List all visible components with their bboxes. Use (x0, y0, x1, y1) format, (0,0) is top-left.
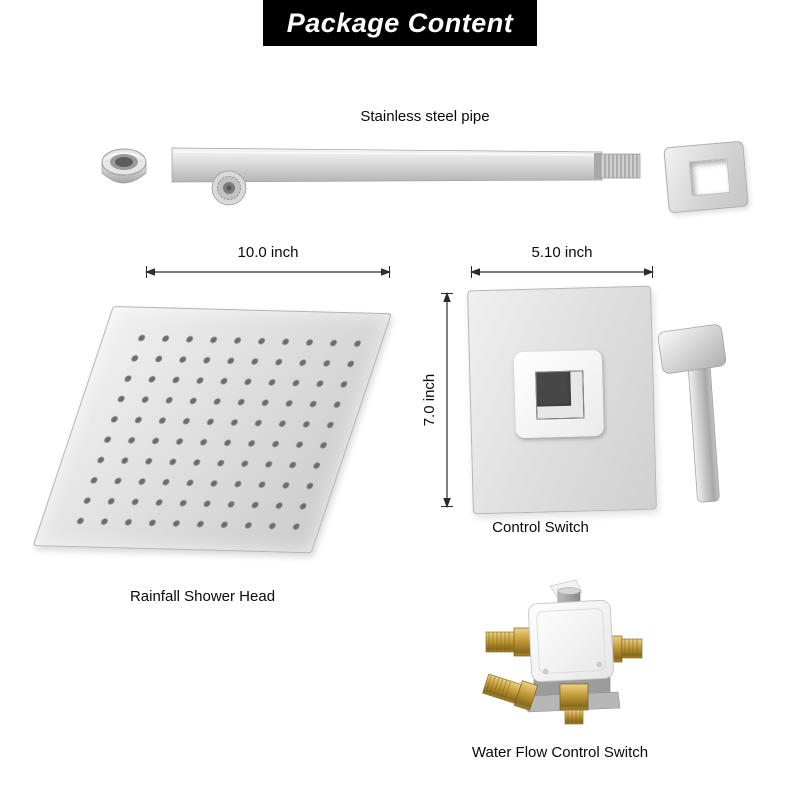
shower-head-nozzles (60, 323, 366, 534)
header-banner: Package Content (263, 0, 537, 46)
shower-head-width-dimension-line (145, 266, 391, 278)
control-switch-hole (535, 370, 585, 420)
handle-lever-image (657, 324, 727, 503)
shower-head-label: Rainfall Shower Head (129, 588, 276, 605)
control-switch-height-dimension-line (441, 292, 453, 508)
square-escutcheon-image (663, 140, 749, 214)
pipe-label: Stainless steel pipe (360, 108, 490, 125)
shower-arm-image (171, 147, 641, 206)
control-switch-boss (513, 349, 604, 439)
shower-head-image (32, 306, 392, 554)
pipe-nut-image (101, 148, 147, 184)
control-switch-label: Control Switch (492, 519, 589, 536)
water-flow-valve-image (482, 579, 643, 725)
control-switch-height-dimension-text: 7.0 inch (421, 373, 438, 427)
water-flow-valve-label: Water Flow Control Switch (471, 744, 649, 761)
page-title: Package Content (286, 7, 514, 38)
shower-head-width-dimension-text: 10.0 inch (237, 244, 299, 261)
control-switch-width-dimension-line (470, 266, 654, 278)
control-switch-plate-image (467, 285, 657, 515)
control-switch-width-dimension-text: 5.10 inch (531, 244, 593, 261)
escutcheon-hole (688, 158, 731, 197)
